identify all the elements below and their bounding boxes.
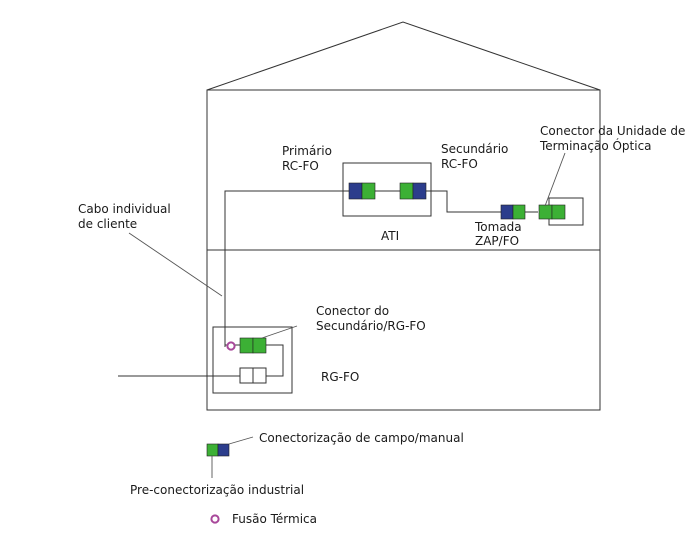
label-secundario-2: RC-FO (441, 157, 478, 171)
customer-cable (224, 190, 351, 347)
ati-secundario-connector (399, 182, 427, 200)
rgfo-box (212, 326, 293, 394)
legend-fusao: Fusão Térmica (232, 512, 317, 526)
rgfo-secundario-connector (239, 337, 267, 354)
label-rgfo: RG-FO (321, 370, 359, 384)
label-tomada-2: ZAP/FO (475, 234, 519, 248)
conector-sec-leader (261, 325, 298, 339)
tomada-connector (500, 204, 526, 220)
label-cabo-1: Cabo individual (78, 202, 171, 216)
label-uto-2: Terminação Óptica (539, 138, 652, 153)
secundario-cable (426, 190, 501, 213)
rgfo-loop (266, 344, 284, 377)
label-primario-1: Primário (282, 144, 332, 158)
label-secundario-1: Secundário (441, 142, 508, 156)
label-tomada-1: Tomada (474, 220, 522, 234)
label-primario-2: RC-FO (282, 159, 319, 173)
label-cabo-2: de cliente (78, 217, 137, 231)
label-ati: ATI (381, 229, 399, 243)
label-uto-1: Conector da Unidade de (540, 124, 685, 138)
legend-connector-icon (206, 443, 230, 457)
legend-campo-leader (228, 436, 254, 445)
legend-pre-industrial: Pre-conectorização industrial (130, 483, 304, 497)
legend-fusion-icon (210, 514, 220, 524)
building-roof (206, 21, 601, 91)
cabo-leader (128, 232, 223, 297)
ati-primario-connector (348, 182, 376, 200)
uto-connector (538, 204, 566, 220)
label-conector-sec-1: Conector do (316, 304, 389, 318)
fusion-splice-icon (226, 341, 236, 351)
uto-leader (544, 152, 566, 207)
ati-box (342, 162, 432, 217)
legend-campo-manual: Conectorização de campo/manual (259, 431, 464, 445)
label-conector-sec-2: Secundário/RG-FO (316, 319, 426, 333)
